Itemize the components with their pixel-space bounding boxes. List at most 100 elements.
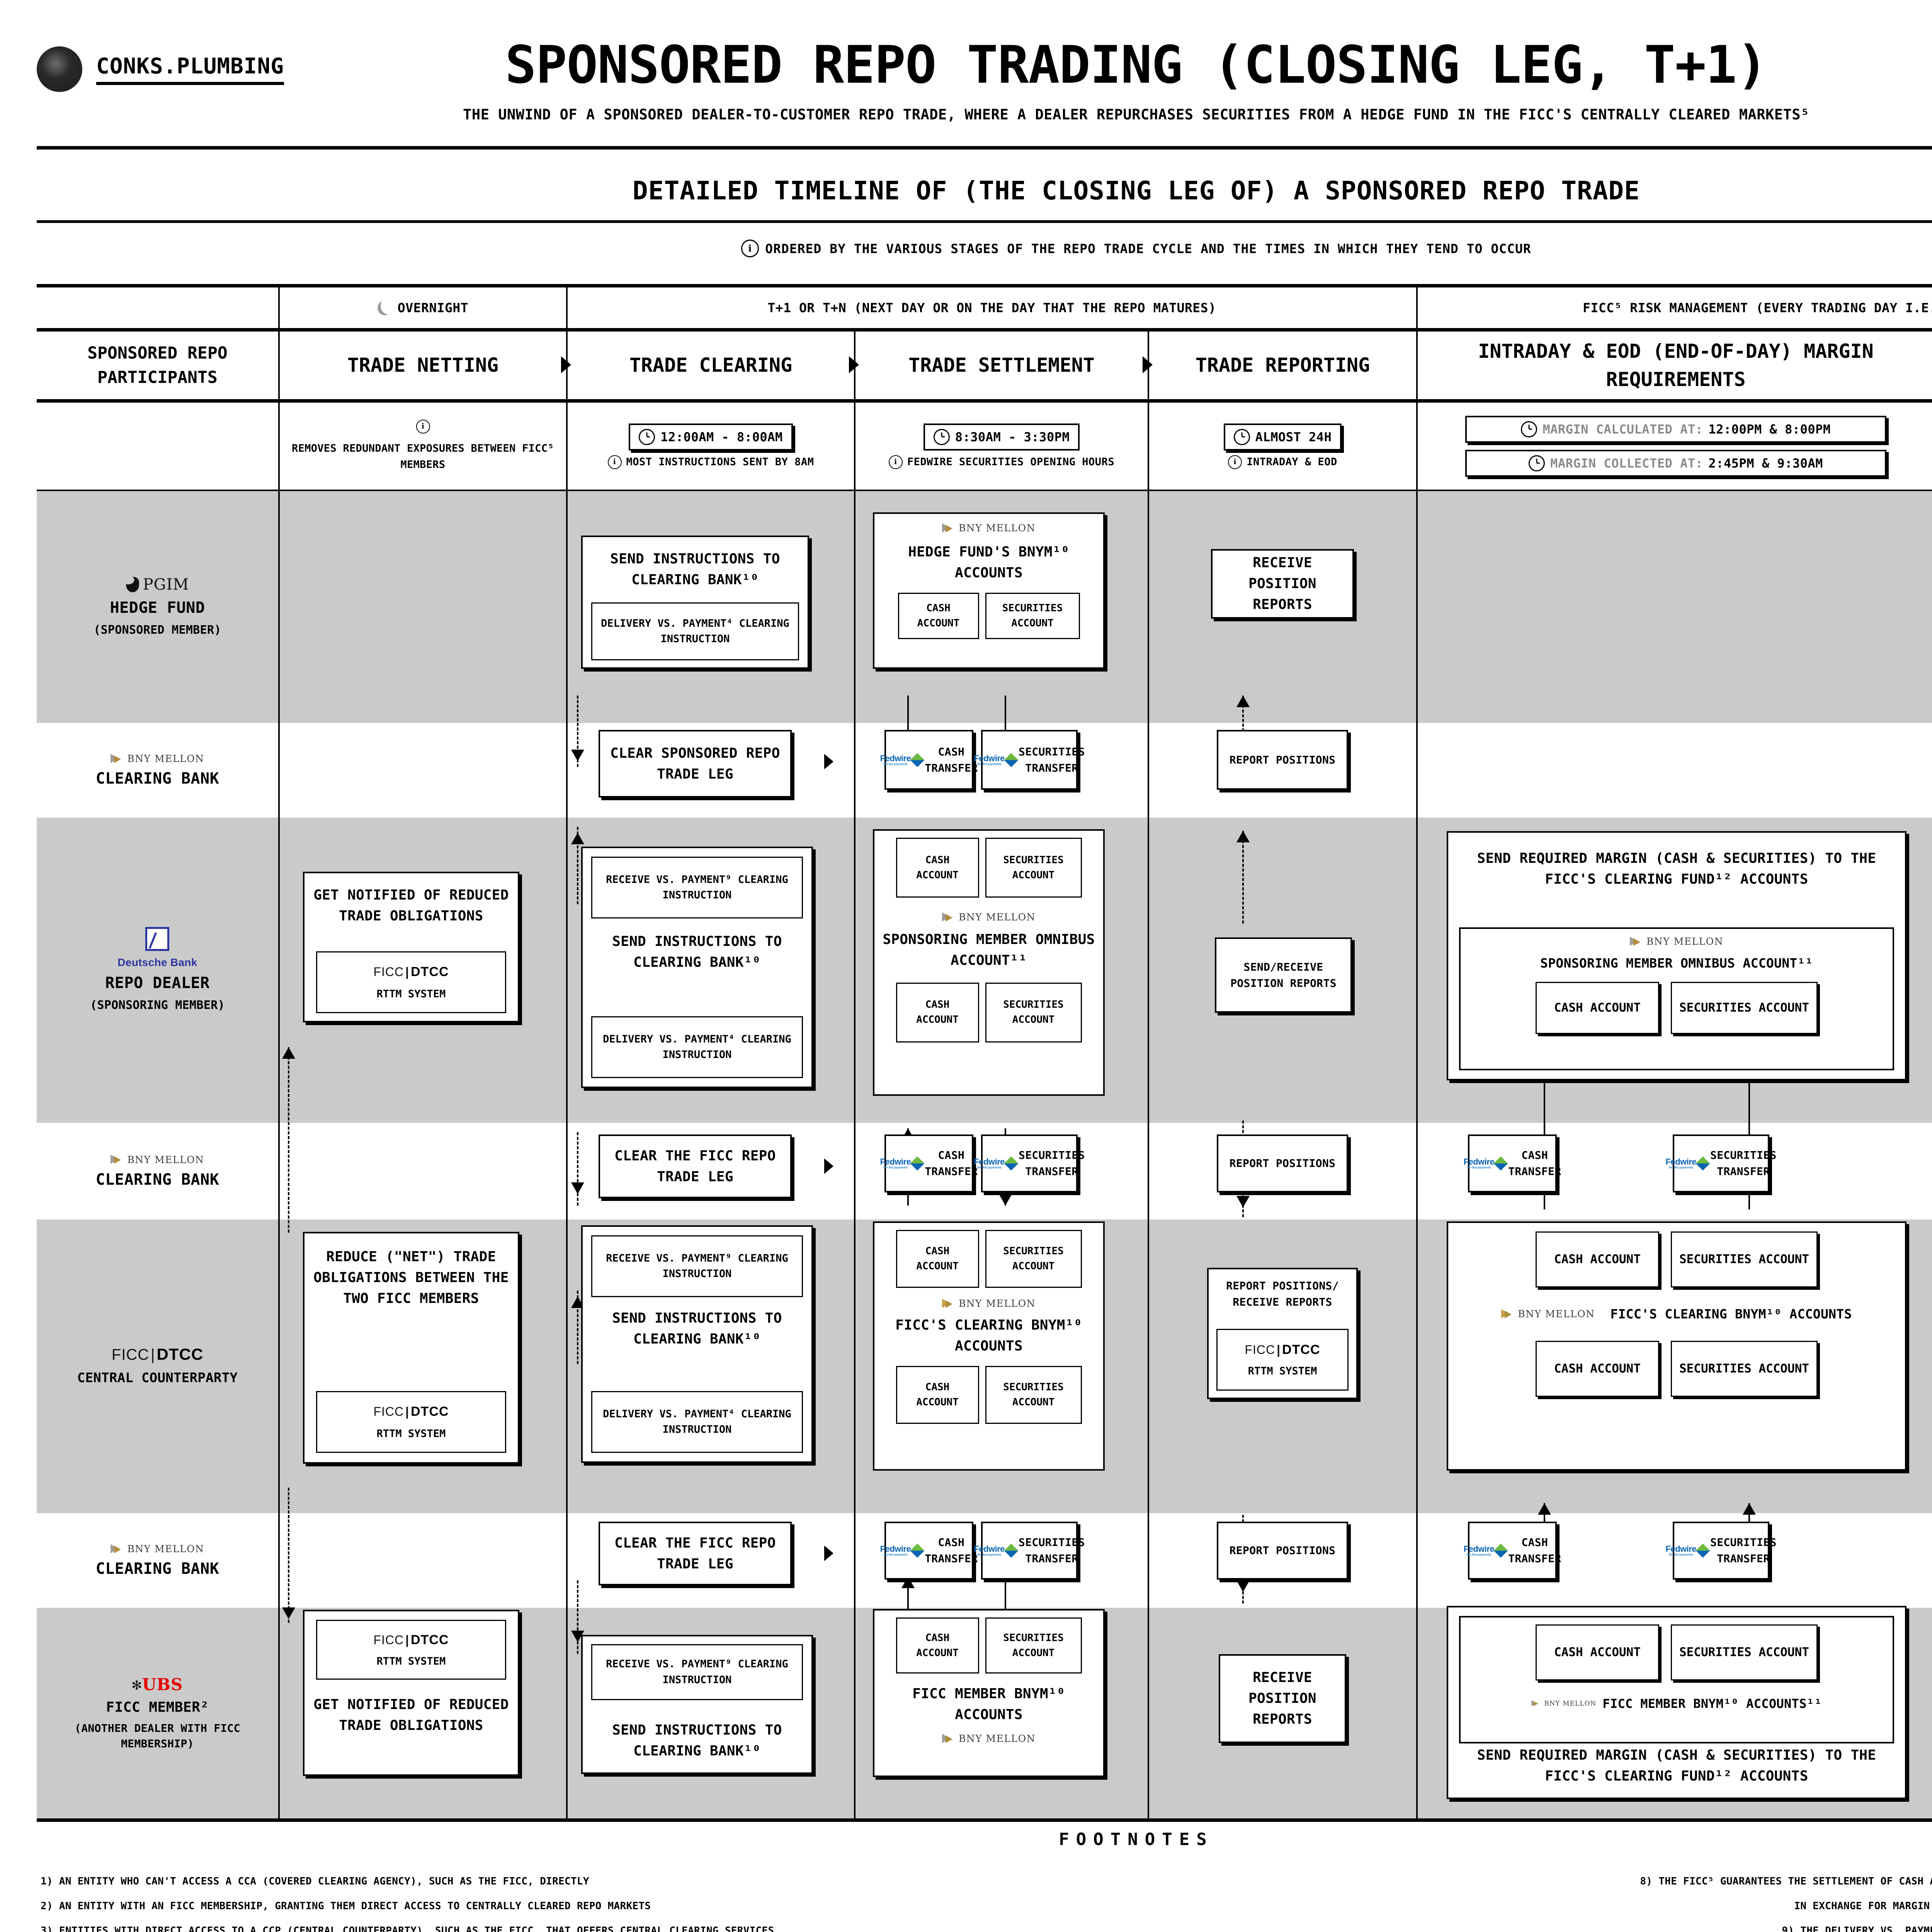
row-clearing-bank-2: BNY MELLON CLEARING BANK CLEAR THE FICC … [37,1123,1932,1219]
row-title: FICC MEMBER² [106,1699,209,1716]
footnotes-section: FOOTNOTES 1) AN ENTITY WHO CAN'T ACCESS … [37,1830,1932,1932]
fm-margin-box[interactable]: CASH ACCOUNT SECURITIES ACCOUNT BNY MELL… [1447,1606,1906,1799]
row-hedge-fund: PGIM HEDGE FUND (SPONSORED MEMBER) SEND … [37,491,1932,723]
cb1-clear-trade-box[interactable]: CLEAR SPONSORED REPO TRADE LEG [599,730,792,798]
fm-rttm-box: FICC|DTCC RTTM SYSTEM [316,1620,506,1680]
stage-clearing: TRADE CLEARING [566,332,854,399]
bnym-logo-icon: BNY MELLON [1501,1308,1595,1320]
clearing-time-chip: 12:00AM - 8:00AM [629,423,793,451]
footnote-item: IN EXCHANGE FOR MARGIN (CASH & SECURITIE… [1794,1900,1932,1912]
bnym-logo-icon: BNY MELLON [1531,1700,1596,1708]
fm-margin-cash-account[interactable]: CASH ACCOUNT [1536,1624,1659,1680]
fm-rvp-instruction: RECEIVE VS. PAYMENT⁹ CLEARING INSTRUCTIO… [591,1644,803,1700]
cb2-report-positions-box[interactable]: REPORT POSITIONS [1217,1134,1348,1192]
ficc-margin-securities-account-bottom[interactable]: SECURITIES ACCOUNT [1671,1340,1818,1397]
chevron-right-icon [824,754,833,769]
hf-bnym-accounts-box[interactable]: BNY MELLON HEDGE FUND'S BNYM¹⁰ ACCOUNTS … [873,512,1105,669]
chevron-right-icon [824,1158,833,1174]
reporting-time-chip: ALMOST 24H [1223,423,1342,451]
row-repo-dealer: Deutsche Bank REPO DEALER (SPONSORING ME… [37,818,1932,1123]
rd-margin-cash-account[interactable]: CASH ACCOUNT [1536,982,1659,1034]
stage-settlement: TRADE SETTLEMENT [854,332,1148,399]
fm-margin-securities-account[interactable]: SECURITIES ACCOUNT [1671,1624,1818,1680]
grid-bottom-rule [37,1818,1932,1822]
ficc-rvp-instruction: RECEIVE VS. PAYMENT⁹ CLEARING INSTRUCTIO… [591,1235,803,1297]
row-ficc-member: ✻UBS FICC MEMBER² (ANOTHER DEALER WITH F… [37,1606,1932,1818]
ficc-margin-securities-account-top[interactable]: SECURITIES ACCOUNT [1671,1231,1818,1287]
fm-get-notified-box[interactable]: FICC|DTCC RTTM SYSTEM GET NOTIFIED OF RE… [303,1610,519,1776]
rd-get-notified-box[interactable]: GET NOTIFIED OF REDUCED TRADE OBLIGATION… [303,872,519,1022]
bnym-logo-icon: BNY MELLON [1629,936,1723,947]
cb2-clear-ficc-trade-box[interactable]: CLEAR THE FICC REPO TRADE LEG [599,1134,792,1198]
divider-under-section-title [37,220,1932,223]
ficc-clearing-box[interactable]: RECEIVE VS. PAYMENT⁹ CLEARING INSTRUCTIO… [581,1225,813,1463]
cb3-clear-ficc-trade-box[interactable]: CLEAR THE FICC REPO TRADE LEG [599,1522,792,1585]
rd-margin-box[interactable]: SEND REQUIRED MARGIN (CASH & SECURITIES)… [1447,831,1906,1080]
timeband-overnight: OVERNIGHT [278,287,566,328]
row-title: CLEARING BANK [95,1170,219,1189]
settlement-note: FEDWIRE SECURITIES OPENING HOURS [907,456,1115,468]
ficc-net-box[interactable]: REDUCE ("NET") TRADE OBLIGATIONS BETWEEN… [303,1232,519,1464]
cb1-report-positions-box[interactable]: REPORT POSITIONS [1217,730,1348,790]
page-subtitle: THE UNWIND OF A SPONSORED DEALER-TO-CUST… [463,106,1810,123]
ficc-dtcc-logo-icon: FICC|DTCC [373,1632,449,1647]
row-subtitle: (ANOTHER DEALER WITH FICC MEMBERSHIP) [75,1722,240,1750]
bnym-logo-icon: BNY MELLON [942,1733,1036,1744]
rd-send-receive-reports-box[interactable]: SEND/RECEIVE POSITION REPORTS [1215,937,1352,1013]
row-subtitle: (SPONSORING MEMBER) [90,998,225,1012]
rd-rttm-box: FICC|DTCC RTTM SYSTEM [316,951,506,1013]
row-title: CENTRAL COUNTERPARTY [77,1370,238,1386]
chevron-right-icon [1143,356,1153,373]
fm-clearing-box[interactable]: RECEIVE VS. PAYMENT⁹ CLEARING INSTRUCTIO… [581,1635,813,1774]
rd-margin-securities-account[interactable]: SECURITIES ACCOUNT [1671,982,1818,1034]
page-title: SPONSORED REPO TRADING (CLOSING LEG, T+1… [505,35,1768,95]
grid-rule-4 [37,490,1932,491]
ficc-margin-accounts-box[interactable]: CASH ACCOUNT SECURITIES ACCOUNT BNY MELL… [1447,1221,1906,1471]
rd-dvp-instruction: DELIVERY VS. PAYMENT⁴ CLEARING INSTRUCTI… [591,1016,803,1078]
ficc-margin-cash-account-top[interactable]: CASH ACCOUNT [1536,1231,1659,1287]
clock-icon [639,429,655,445]
margin-calculated-chip: MARGIN CALCULATED AT: 12:00PM & 8:00PM [1465,415,1886,443]
bnym-logo-icon: BNY MELLON [111,753,204,764]
rd-clearing-box[interactable]: RECEIVE VS. PAYMENT⁹ CLEARING INSTRUCTIO… [581,847,813,1088]
ficc-report-positions-box[interactable]: REPORT POSITIONS/ RECEIVE REPORTS FICC|D… [1207,1268,1358,1399]
fm-receive-reports-box[interactable]: RECEIVE POSITION REPORTS [1219,1654,1346,1743]
ficc-margin-cash-account-bottom[interactable]: CASH ACCOUNT [1536,1340,1659,1397]
cb3-report-positions-box[interactable]: REPORT POSITIONS [1217,1522,1348,1580]
hf-receive-reports-box[interactable]: RECEIVE POSITION REPORTS [1211,549,1354,619]
info-icon: i [416,419,430,434]
hf-send-instructions-box[interactable]: SEND INSTRUCTIONS TO CLEARING BANK¹⁰ DEL… [581,536,809,669]
row-title: HEDGE FUND [110,599,205,617]
margin-collected-chip: MARGIN COLLECTED AT: 2:45PM & 9:30AM [1465,449,1886,477]
clearing-note: MOST INSTRUCTIONS SENT BY 8AM [626,456,814,468]
